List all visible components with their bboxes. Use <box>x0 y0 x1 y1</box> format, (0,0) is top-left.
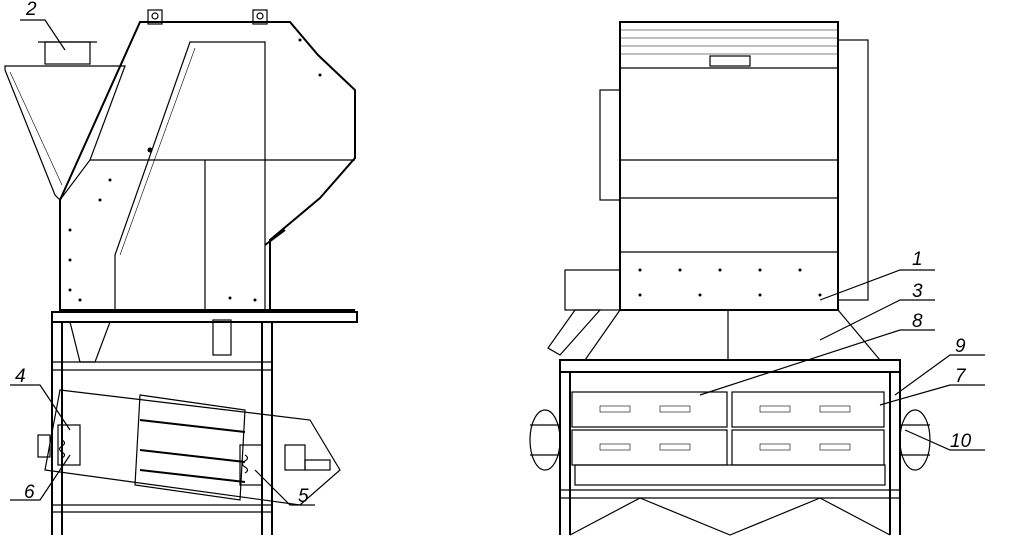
screen-panel <box>571 391 728 428</box>
transition-chute <box>583 309 882 361</box>
callout-4: 4 <box>15 366 26 387</box>
spring-5 <box>241 454 249 474</box>
callout-2: 2 <box>26 0 37 20</box>
side-view <box>4 9 358 535</box>
callout-6: 6 <box>24 482 35 503</box>
door-panel <box>114 41 266 311</box>
spring-4 <box>58 439 66 459</box>
callout-7: 7 <box>955 366 966 387</box>
callout-10: 10 <box>950 431 972 452</box>
screen-panel <box>731 391 885 428</box>
leader-lines <box>10 19 985 506</box>
screen-panel <box>571 429 728 466</box>
screen-panel <box>731 429 885 466</box>
frame-front <box>559 359 901 373</box>
frame-top <box>51 311 358 323</box>
callout-1: 1 <box>912 249 923 270</box>
callout-3: 3 <box>912 281 923 302</box>
housing-base <box>59 200 355 311</box>
inlet-pipe <box>44 41 91 65</box>
motor-right <box>899 409 931 471</box>
housing-front <box>619 21 839 311</box>
front-view <box>529 21 931 536</box>
callout-5: 5 <box>298 486 309 507</box>
callout-9: 9 <box>955 336 966 357</box>
vibrating-screen <box>44 389 341 506</box>
hopper <box>4 65 126 201</box>
callout-8: 8 <box>912 311 923 332</box>
motor-left <box>529 409 561 471</box>
